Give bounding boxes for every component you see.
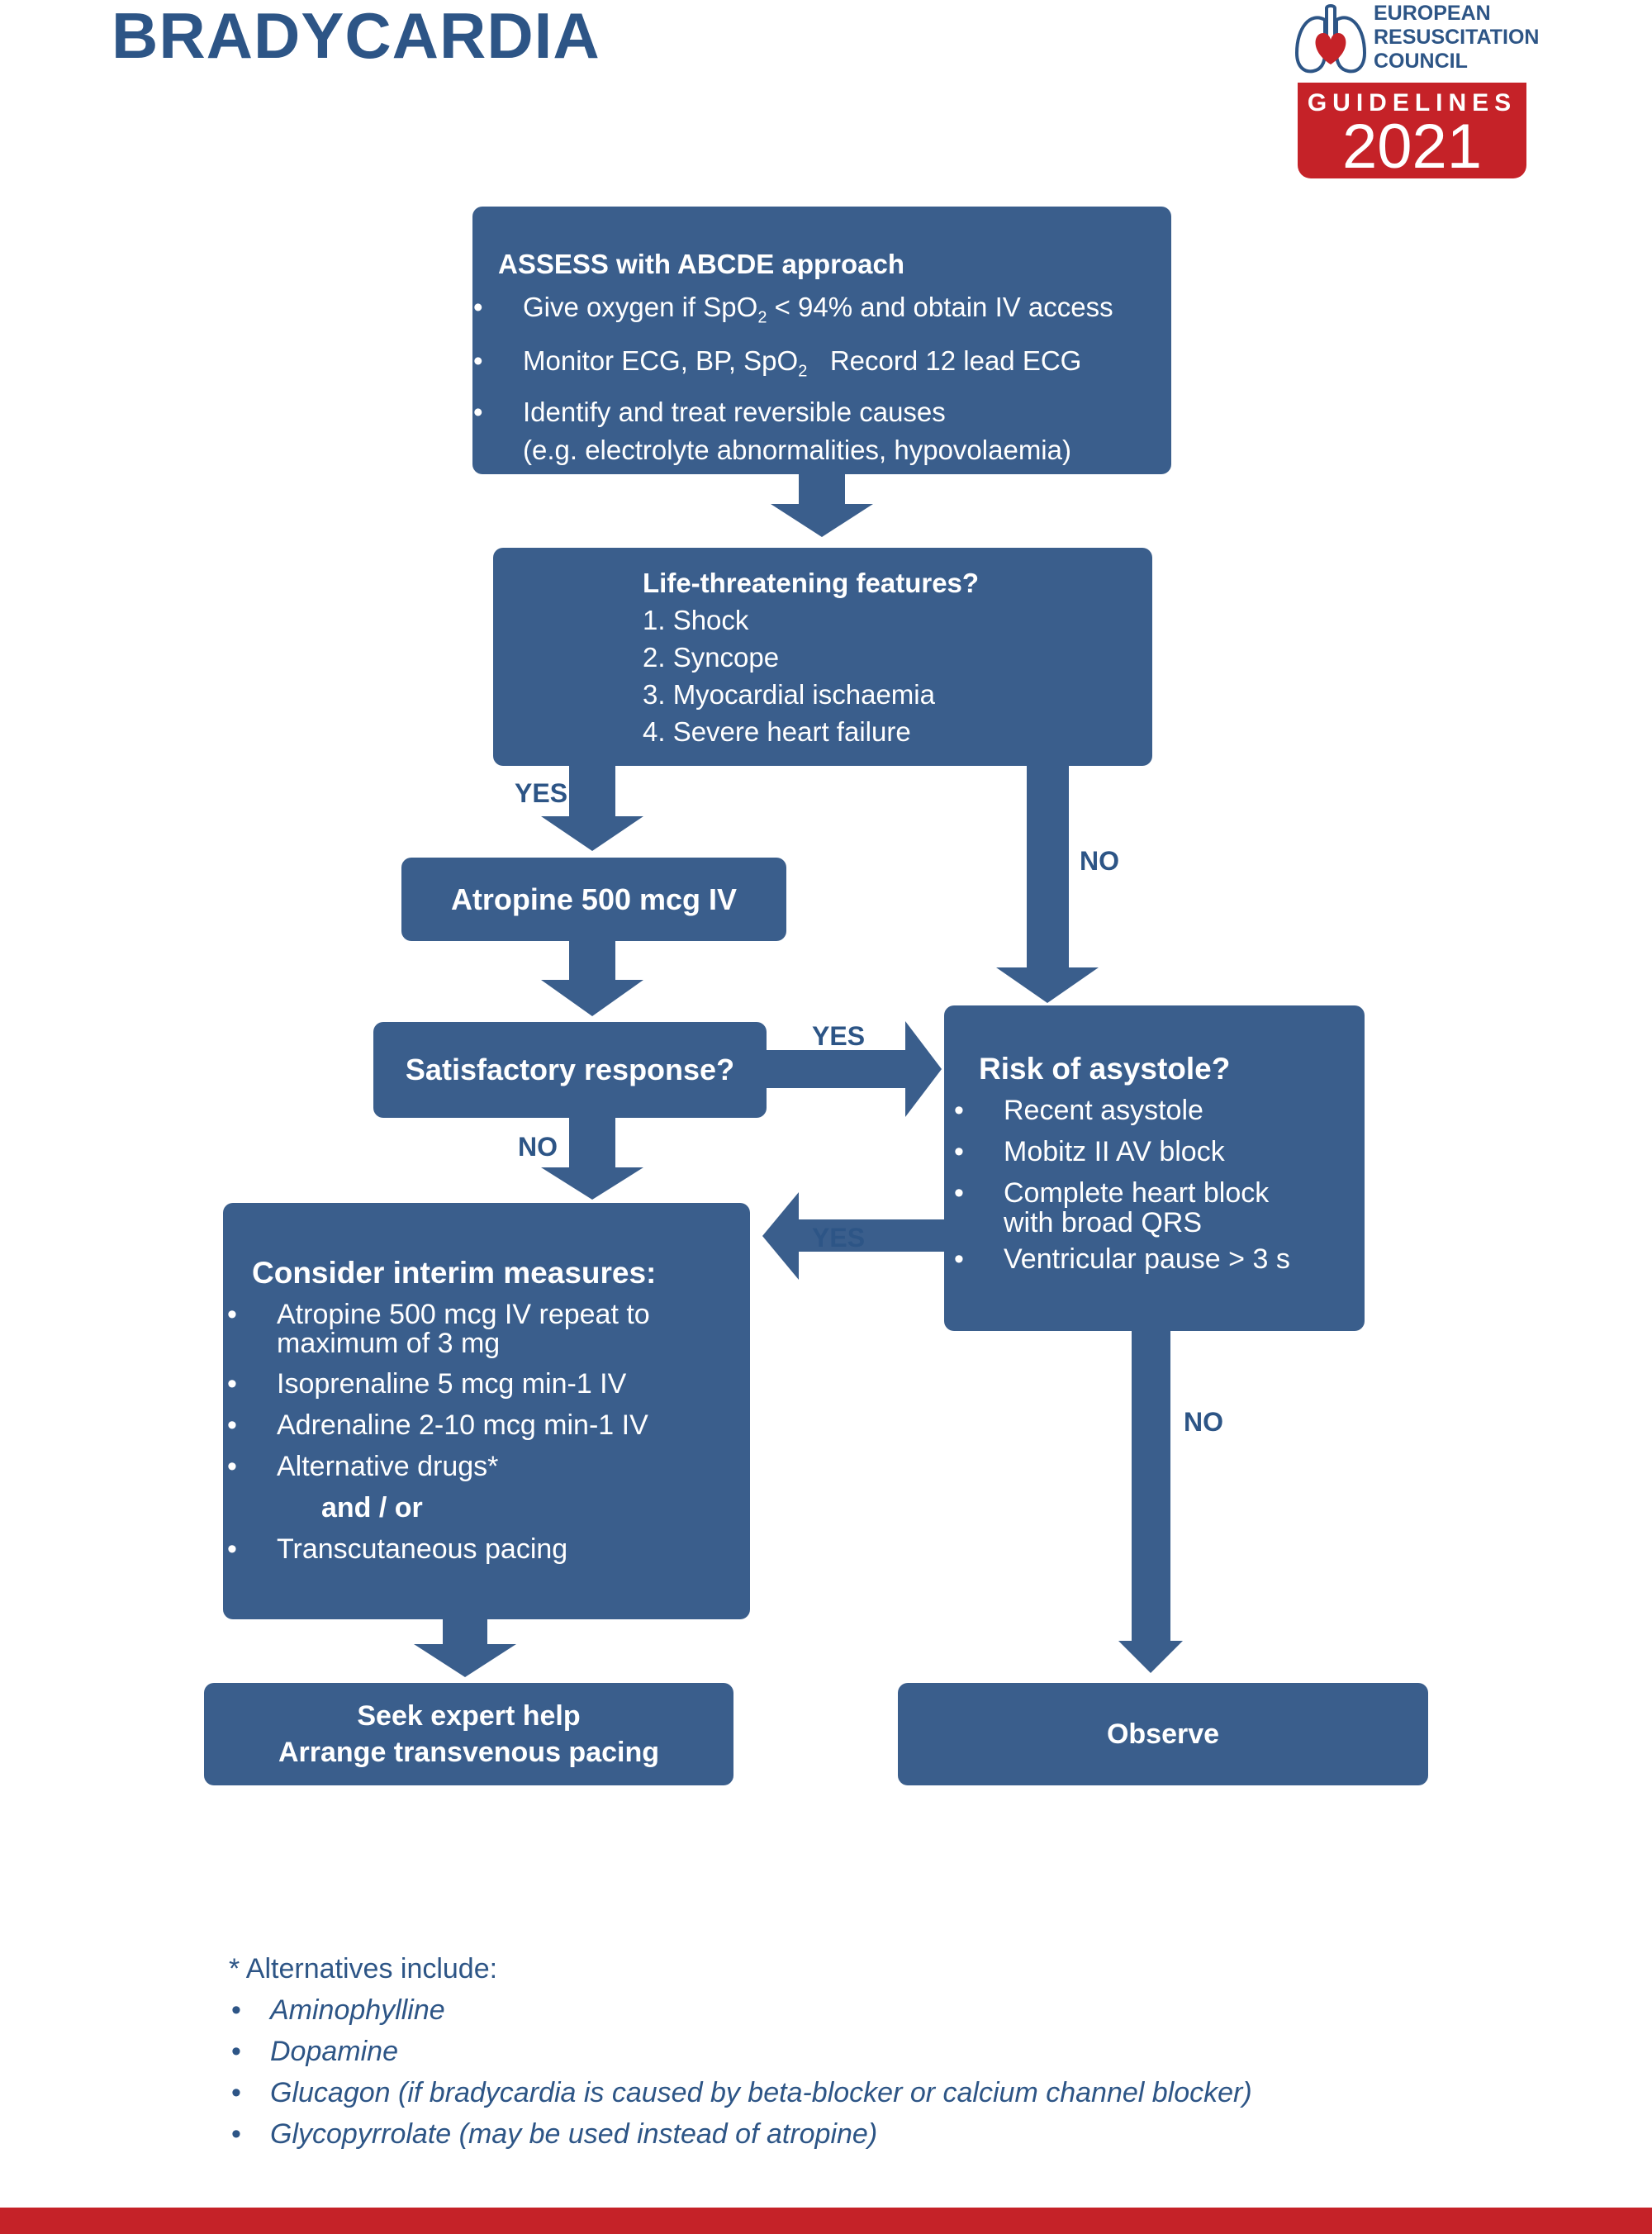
assess-item-causes-example: (e.g. electrolyte abnormalities, hypovol…	[523, 435, 1071, 466]
satisfactory-response-box: Satisfactory response?	[373, 1022, 767, 1118]
footnote-item: Glucagon (if bradycardia is caused by be…	[229, 2072, 1252, 2113]
risk-of-asystole-box: Risk of asystole? Recent asystole Mobitz…	[944, 1005, 1365, 1331]
assess-heading: ASSESS with ABCDE approach	[498, 249, 905, 279]
life-item: 3. Myocardial ischaemia	[643, 679, 935, 710]
risk-heading: Risk of asystole?	[979, 1052, 1231, 1086]
arrow-satisfactory-to-interim	[541, 1118, 643, 1200]
label-no-risk: NO	[1184, 1407, 1223, 1437]
interim-and-or: and / or	[321, 1492, 423, 1523]
label-no-satisfactory: NO	[518, 1132, 558, 1162]
badge-label: GUIDELINES	[1307, 89, 1517, 116]
guidelines-badge: GUIDELINES 2021	[1298, 83, 1526, 178]
risk-item: Complete heart block	[954, 1172, 1365, 1214]
logo-line-1: EUROPEAN	[1374, 2, 1491, 25]
assess-item-causes: Identify and treat reversible causes	[473, 392, 1171, 432]
erc-logo-text: EUROPEAN RESUSCITATION COUNCIL	[1374, 2, 1539, 74]
label-yes-life: YES	[515, 778, 568, 808]
arrow-risk-to-observe	[1118, 1331, 1183, 1673]
footnote-item: Dopamine	[229, 2031, 1252, 2072]
label-yes-satisfactory: YES	[812, 1021, 866, 1051]
arrow-life-to-risk	[996, 766, 1099, 1003]
footnote-item: Glycopyrrolate (may be used instead of a…	[229, 2113, 1252, 2155]
seek-line-2: Arrange transvenous pacing	[278, 1737, 659, 1768]
arrow-atropine-to-satisfactory	[541, 941, 643, 1016]
assess-item-monitor: Monitor ECG, BP, SpO2 Record 12 lead ECG	[473, 340, 1171, 393]
interim-item: Atropine 500 mcg IV repeat to	[227, 1294, 750, 1335]
risk-item: Mobitz II AV block	[954, 1131, 1365, 1172]
interim-item: Isoprenaline 5 mcg min-1 IV	[227, 1363, 750, 1405]
risk-item: Ventricular pause > 3 s	[954, 1238, 1365, 1280]
risk-item: Recent asystole	[954, 1090, 1365, 1131]
atropine-box: Atropine 500 mcg IV	[401, 858, 786, 941]
page-title: BRADYCARDIA	[112, 0, 601, 72]
arrow-life-to-atropine	[541, 766, 643, 851]
lungs-heart-icon	[1294, 4, 1367, 74]
assess-item-oxygen: Give oxygen if SpO2 < 94% and obtain IV …	[473, 286, 1171, 340]
life-item: 4. Severe heart failure	[643, 716, 911, 747]
seek-line-1: Seek expert help	[357, 1700, 581, 1732]
arrow-risk-to-interim	[762, 1192, 944, 1280]
life-threatening-box: Life-threatening features? 1. Shock 2. S…	[493, 548, 1152, 766]
badge-year: 2021	[1341, 112, 1483, 182]
observe-box: Observe	[898, 1683, 1428, 1785]
logo-line-2: RESUSCITATION	[1374, 26, 1540, 49]
interim-item: Adrenaline 2-10 mcg min-1 IV	[227, 1405, 750, 1446]
interim-item: Transcutaneous pacing	[227, 1528, 750, 1570]
seek-expert-help-box: Seek expert help Arrange transvenous pac…	[204, 1683, 733, 1785]
arrow-satisfactory-to-risk	[767, 1021, 942, 1117]
interim-item: Alternative drugs*	[227, 1446, 750, 1487]
arrow-interim-to-seek	[414, 1619, 516, 1677]
life-heading: Life-threatening features?	[643, 568, 980, 598]
interim-heading: Consider interim measures:	[252, 1256, 657, 1290]
arrow-assess-to-life	[771, 474, 873, 537]
footnote-heading: * Alternatives include:	[229, 1953, 498, 1984]
bottom-bar	[0, 2208, 1652, 2234]
label-no-life: NO	[1080, 846, 1119, 876]
footnote: * Alternatives include: Aminophylline Do…	[229, 1948, 1252, 2155]
logo-line-3: COUNCIL	[1374, 50, 1468, 73]
life-item: 2. Syncope	[643, 642, 780, 673]
interim-measures-box: Consider interim measures: Atropine 500 …	[223, 1203, 750, 1619]
label-yes-risk: YES	[812, 1223, 866, 1252]
life-item: 1. Shock	[643, 605, 749, 635]
interim-item-continued: maximum of 3 mg	[277, 1328, 501, 1359]
footnote-item: Aminophylline	[229, 1989, 1252, 2031]
risk-item-continued: with broad QRS	[1004, 1207, 1202, 1238]
assess-box: ASSESS with ABCDE approach Give oxygen i…	[472, 207, 1171, 474]
